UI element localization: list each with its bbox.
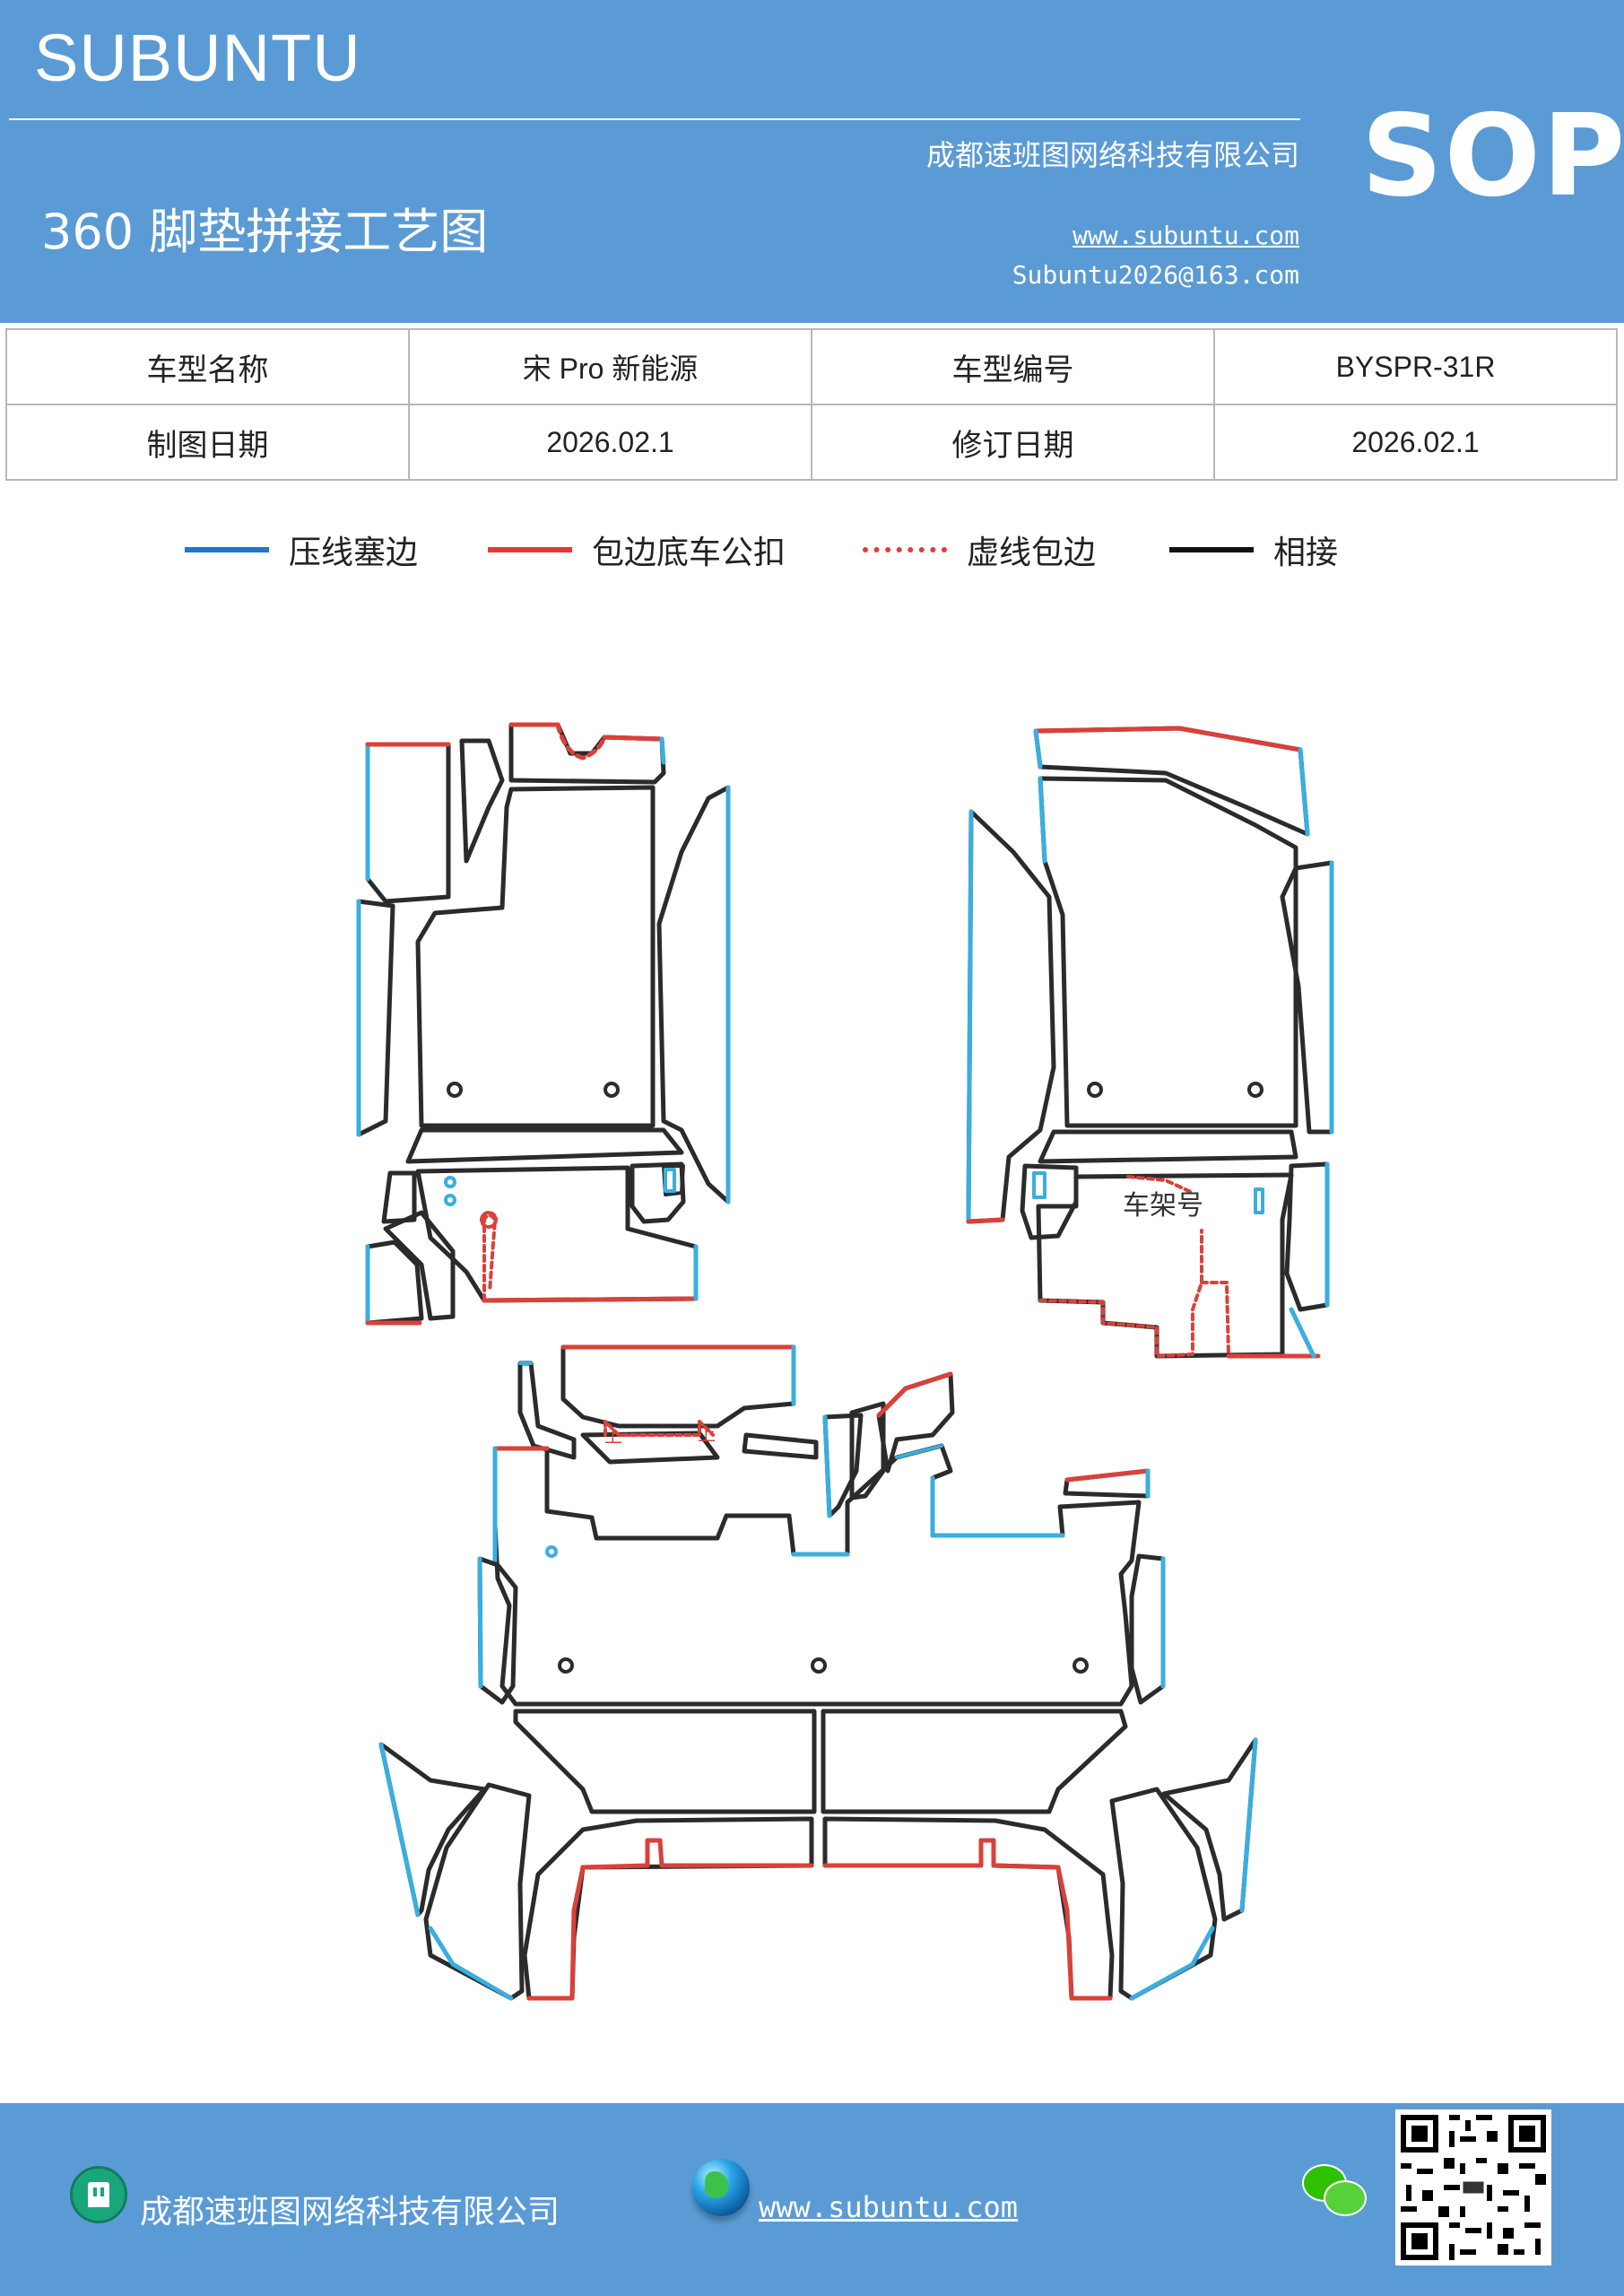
mat-diagram-svg: 车架号 上 上 <box>356 722 1334 2001</box>
sop-label: SOP <box>1361 90 1624 222</box>
legend-swatch-red <box>488 547 572 552</box>
legend-label: 压线塞边 <box>289 535 419 571</box>
front-left-mat-group <box>356 722 731 1326</box>
legend-item-dotted-wrap: 虚线包边 <box>863 527 1096 572</box>
header-website-link[interactable]: www.subuntu.com <box>1073 221 1299 250</box>
model-code-value: BYSPR-31R <box>1213 328 1618 405</box>
up-mark-left: 上 <box>604 1425 622 1447</box>
legend-swatch-blue <box>185 547 269 552</box>
drawing-date-label: 制图日期 <box>5 404 410 481</box>
header-email: Subuntu2026@163.com <box>1012 260 1299 290</box>
model-name-value: 宋 Pro 新能源 <box>408 328 812 405</box>
legend-label: 相接 <box>1273 535 1339 571</box>
header-divider <box>9 118 1300 120</box>
front-right-mat-group <box>966 726 1334 1359</box>
wechat-icon[interactable] <box>1302 2164 1367 2218</box>
building-icon <box>70 2166 127 2223</box>
drawing-date-value: 2026.02.1 <box>408 404 812 481</box>
legend-item-edge-wrap: 包边底车公扣 <box>488 527 786 572</box>
brand-logo-text: SUBUNTU <box>34 21 361 95</box>
rear-mat-group <box>378 1344 1258 2001</box>
legend-item-joined: 相接 <box>1169 527 1338 572</box>
up-mark-right: 上 <box>698 1423 716 1445</box>
legend-swatch-black <box>1169 547 1254 552</box>
table-row: 车型名称 宋 Pro 新能源 车型编号 BYSPR-31R <box>5 328 1618 405</box>
floor-mat-splicing-diagram: 车架号 上 上 <box>0 628 1624 2063</box>
legend: 压线塞边 包边底车公扣 虚线包边 相接 <box>0 527 1624 572</box>
globe-icon <box>692 2159 750 2216</box>
qr-code[interactable] <box>1395 2109 1551 2266</box>
revision-date-label: 修订日期 <box>811 404 1215 481</box>
table-row: 制图日期 2026.02.1 修订日期 2026.02.1 <box>5 404 1618 481</box>
page-footer <box>0 2103 1624 2296</box>
footer-company-name: 成都速班图网络科技有限公司 <box>140 2194 560 2231</box>
legend-label: 包边底车公扣 <box>592 535 786 571</box>
frame-number-label: 车架号 <box>1123 1190 1203 1222</box>
header-company-name: 成都速班图网络科技有限公司 <box>925 138 1299 172</box>
footer-website-link[interactable]: www.subuntu.com <box>759 2190 1018 2224</box>
qr-code-graphic <box>1395 2109 1551 2266</box>
legend-item-press-line: 压线塞边 <box>185 527 418 572</box>
model-name-label: 车型名称 <box>5 328 410 405</box>
model-code-label: 车型编号 <box>811 328 1215 405</box>
page-title: 360 脚垫拼接工艺图 <box>41 204 489 260</box>
legend-label: 虚线包边 <box>967 535 1097 571</box>
vehicle-info-table: 车型名称 宋 Pro 新能源 车型编号 BYSPR-31R 制图日期 2026.… <box>5 328 1618 481</box>
revision-date-value: 2026.02.1 <box>1213 404 1618 481</box>
legend-swatch-red-dotted <box>863 547 947 552</box>
page-header: SUBUNTU SOP 成都速班图网络科技有限公司 360 脚垫拼接工艺图 ww… <box>0 0 1624 323</box>
